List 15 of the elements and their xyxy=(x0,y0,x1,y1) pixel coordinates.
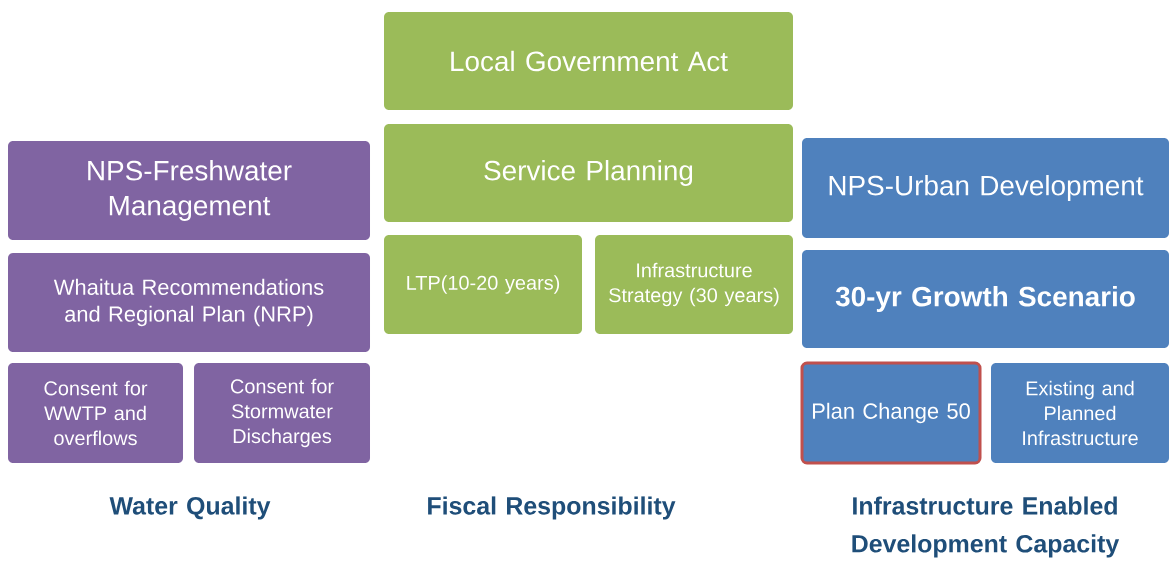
text-box: Infrastructure Strategy (30 years) xyxy=(595,235,793,334)
text-box: Local Government Act xyxy=(384,12,793,110)
text-box: Whaitua Recommendations and Regional Plan (NRP) xyxy=(8,253,370,352)
text-box: Consent for WWTP and overflows xyxy=(8,363,183,463)
text-box: Consent for Stormwater Discharges xyxy=(194,363,370,463)
column-heading: Infrastructure Enabled Development Capacity xyxy=(852,496,1120,558)
column-heading: Water Quality xyxy=(109,496,271,520)
text-box: Service Planning xyxy=(384,124,793,222)
text-box: NPS-Freshwater Management xyxy=(8,141,370,240)
text-box: 30-yr Growth Scenario xyxy=(802,250,1169,348)
text-box: LTP(10-20 years) xyxy=(384,235,582,334)
text-box: Existing and Planned Infrastructure xyxy=(991,363,1169,463)
text-box: Plan Change 50 xyxy=(800,361,982,465)
text-box: NPS-Urban Development xyxy=(802,138,1169,238)
column-heading: Fiscal Responsibility xyxy=(428,496,676,520)
